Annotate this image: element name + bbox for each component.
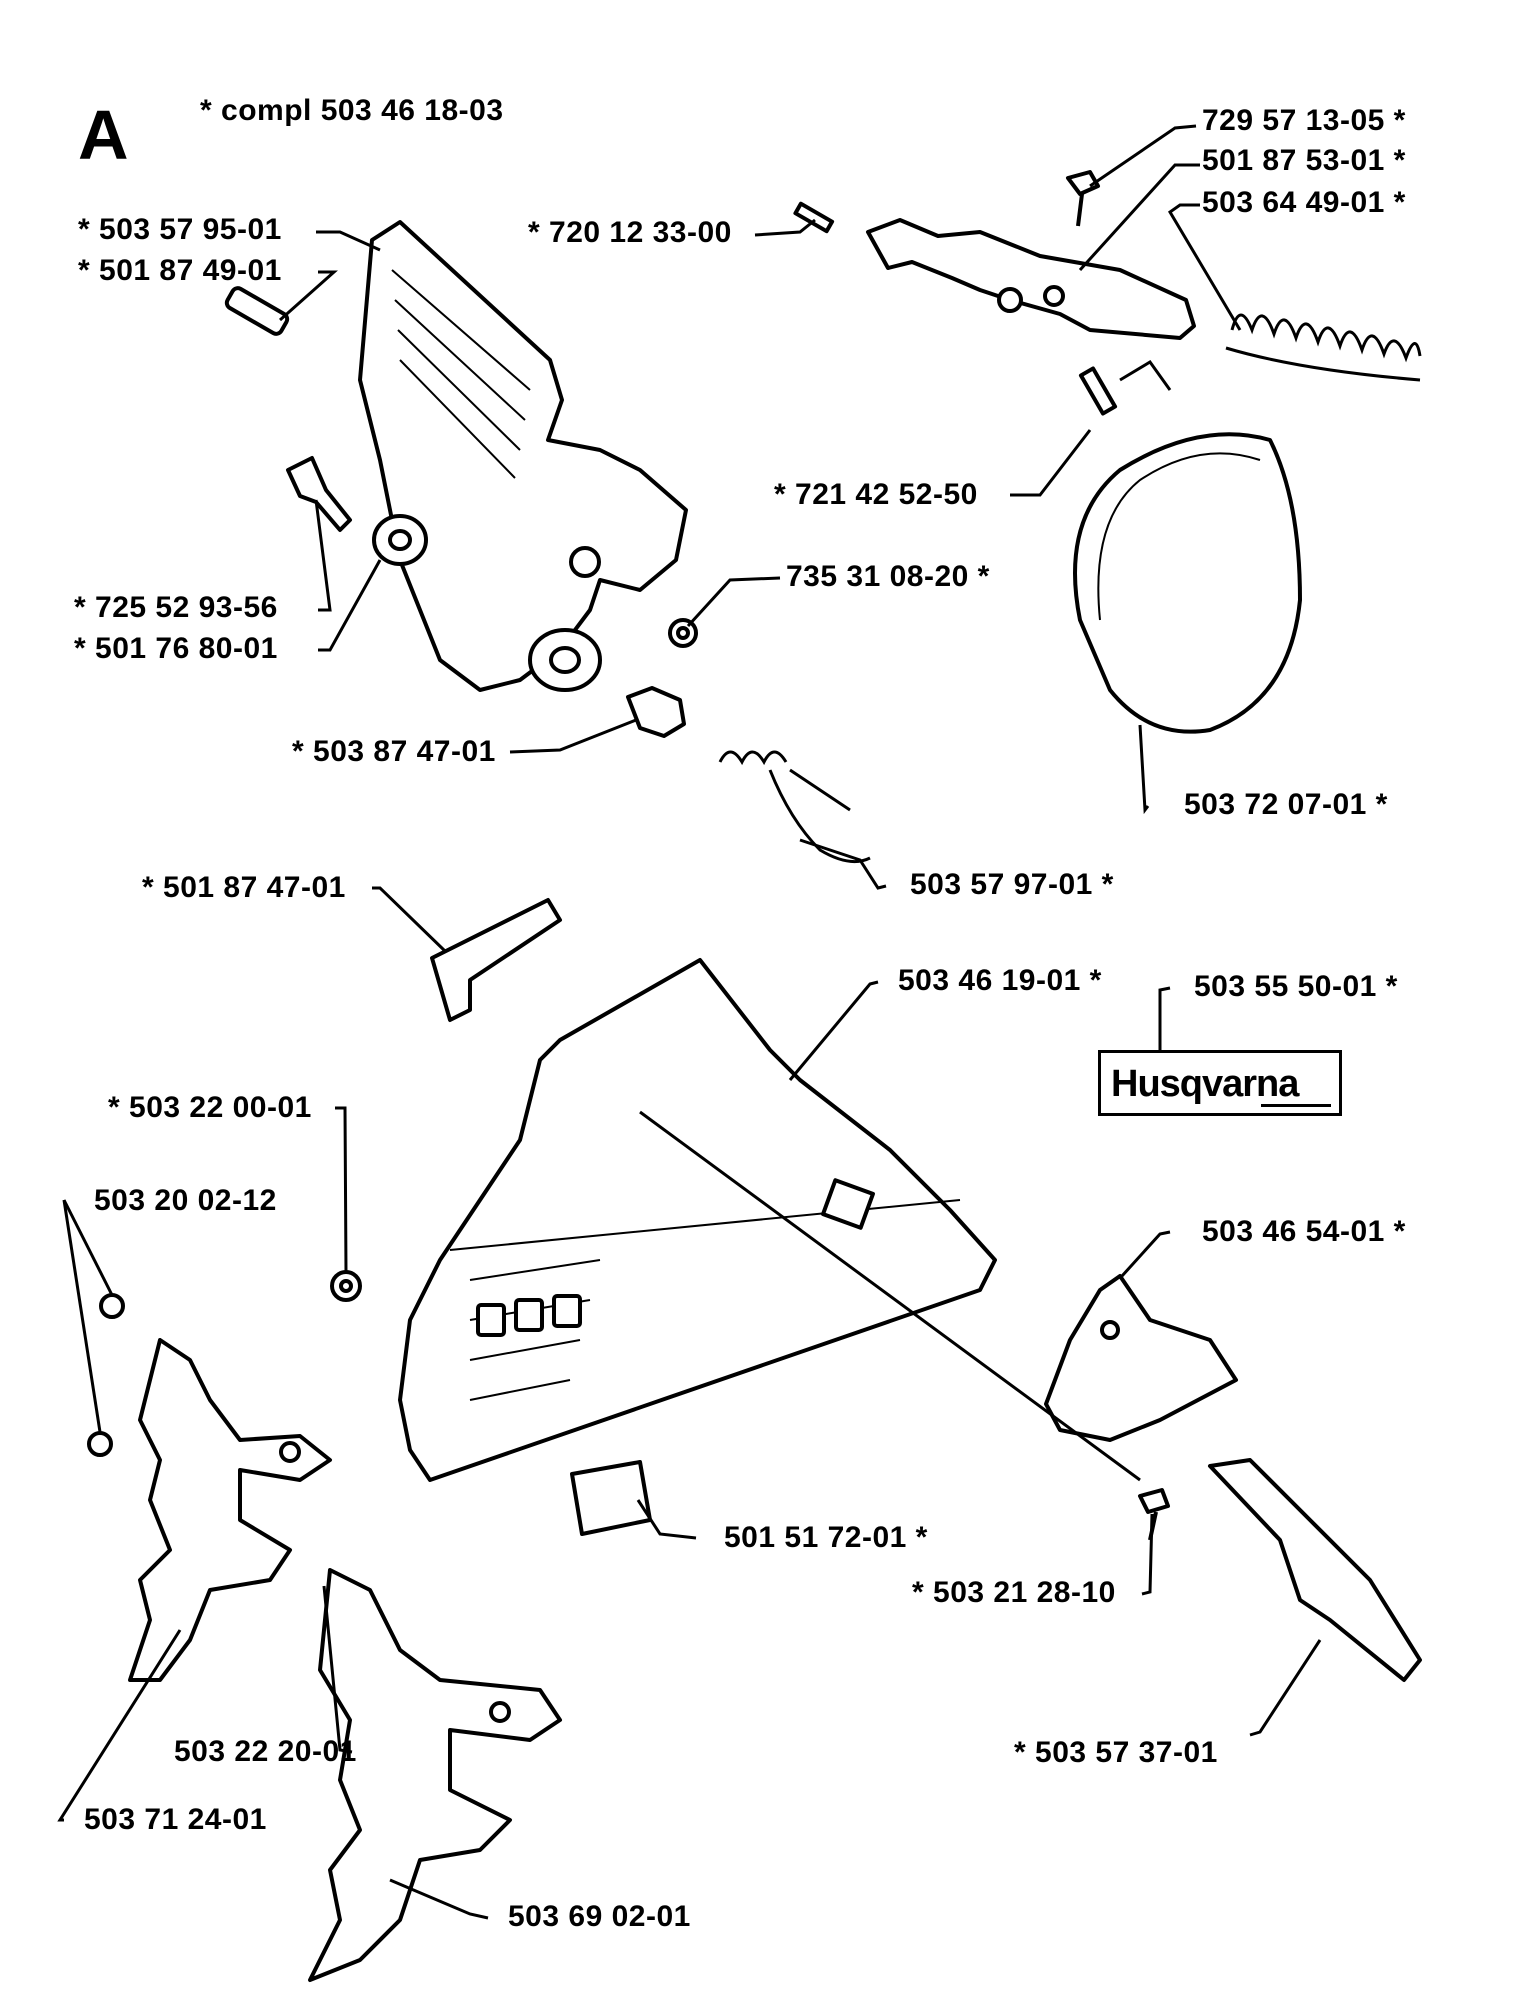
label-725-52-93-56: * 725 52 93-56 bbox=[74, 591, 278, 624]
label-503-64-49-01: 503 64 49-01 * bbox=[1202, 186, 1406, 219]
brake-spring-part bbox=[1225, 313, 1422, 382]
roll-pin-2-part bbox=[1078, 366, 1118, 416]
label-503-55-50-01: 503 55 50-01 * bbox=[1194, 970, 1398, 1003]
label-503-87-47-01: * 503 87 47-01 bbox=[292, 735, 496, 768]
label-503-57-97-01: 503 57 97-01 * bbox=[910, 868, 1114, 901]
label-503-21-28-10: * 503 21 28-10 bbox=[912, 1576, 1116, 1609]
chain-catcher-part bbox=[1044, 1274, 1238, 1442]
label-503-46-19-01: 503 46 19-01 * bbox=[898, 964, 1102, 997]
section-letter: A bbox=[78, 96, 129, 174]
small-screw-part bbox=[1066, 170, 1100, 227]
torsion-spring-part bbox=[718, 750, 871, 864]
nut-part bbox=[330, 1270, 362, 1302]
label-501-87-53-01: 501 87 53-01 * bbox=[1202, 144, 1406, 177]
pivot-screw-part bbox=[626, 686, 686, 738]
bushing-part bbox=[372, 514, 428, 566]
label-503-57-95-01: * 503 57 95-01 bbox=[78, 213, 282, 246]
husqvarna-decal: Husqvarna bbox=[1098, 1050, 1342, 1116]
label-720-12-33-00: * 720 12 33-00 bbox=[528, 216, 732, 249]
label-503-57-37-01: * 503 57 37-01 bbox=[1014, 1736, 1218, 1769]
label-501-87-49-01: * 501 87 49-01 bbox=[78, 254, 282, 287]
label-501-76-80-01: * 501 76 80-01 bbox=[74, 632, 278, 665]
label-503-71-24-01: 503 71 24-01 bbox=[84, 1803, 267, 1836]
rubber-buffer-part bbox=[570, 1460, 652, 1536]
leader-lines bbox=[57, 124, 1322, 1920]
clip-part bbox=[430, 898, 562, 1022]
washer-part bbox=[668, 618, 698, 648]
label-735-31-08-20: 735 31 08-20 * bbox=[786, 560, 990, 593]
inner-spike-part bbox=[128, 1338, 332, 1682]
brand-text: Husqvarna bbox=[1111, 1063, 1299, 1105]
brake-lever-part bbox=[866, 218, 1196, 340]
screw-part bbox=[286, 456, 352, 532]
label-721-42-52-50: * 721 42 52-50 bbox=[774, 478, 978, 511]
label-503-22-20-01: 503 22 20-01 bbox=[174, 1735, 357, 1768]
label-729-57-13-05: 729 57 13-05 * bbox=[1202, 104, 1406, 137]
label-503-22-00-01: * 503 22 00-01 bbox=[108, 1091, 312, 1124]
clutch-cover-part bbox=[398, 958, 997, 1482]
compl-note: * compl 503 46 18-03 bbox=[200, 94, 504, 127]
chain-brake-handle-part bbox=[358, 220, 688, 692]
guide-screw-part bbox=[1138, 1488, 1170, 1541]
label-501-87-47-01: * 501 87 47-01 bbox=[142, 871, 346, 904]
pin-part bbox=[224, 286, 290, 336]
spike-screw-part bbox=[87, 1293, 125, 1457]
bar-guard-part bbox=[1208, 1458, 1422, 1682]
brake-band-part bbox=[1073, 360, 1302, 734]
label-503-72-07-01: 503 72 07-01 * bbox=[1184, 788, 1388, 821]
label-503-69-02-01: 503 69 02-01 bbox=[508, 1900, 691, 1933]
roll-pin-part bbox=[793, 201, 835, 234]
label-501-51-72-01: 501 51 72-01 * bbox=[724, 1521, 928, 1554]
label-503-20-02-12: 503 20 02-12 bbox=[94, 1184, 277, 1217]
decal-stripe bbox=[1261, 1104, 1331, 1107]
label-503-46-54-01: 503 46 54-01 * bbox=[1202, 1215, 1406, 1248]
outer-spike-part bbox=[308, 1568, 562, 1982]
